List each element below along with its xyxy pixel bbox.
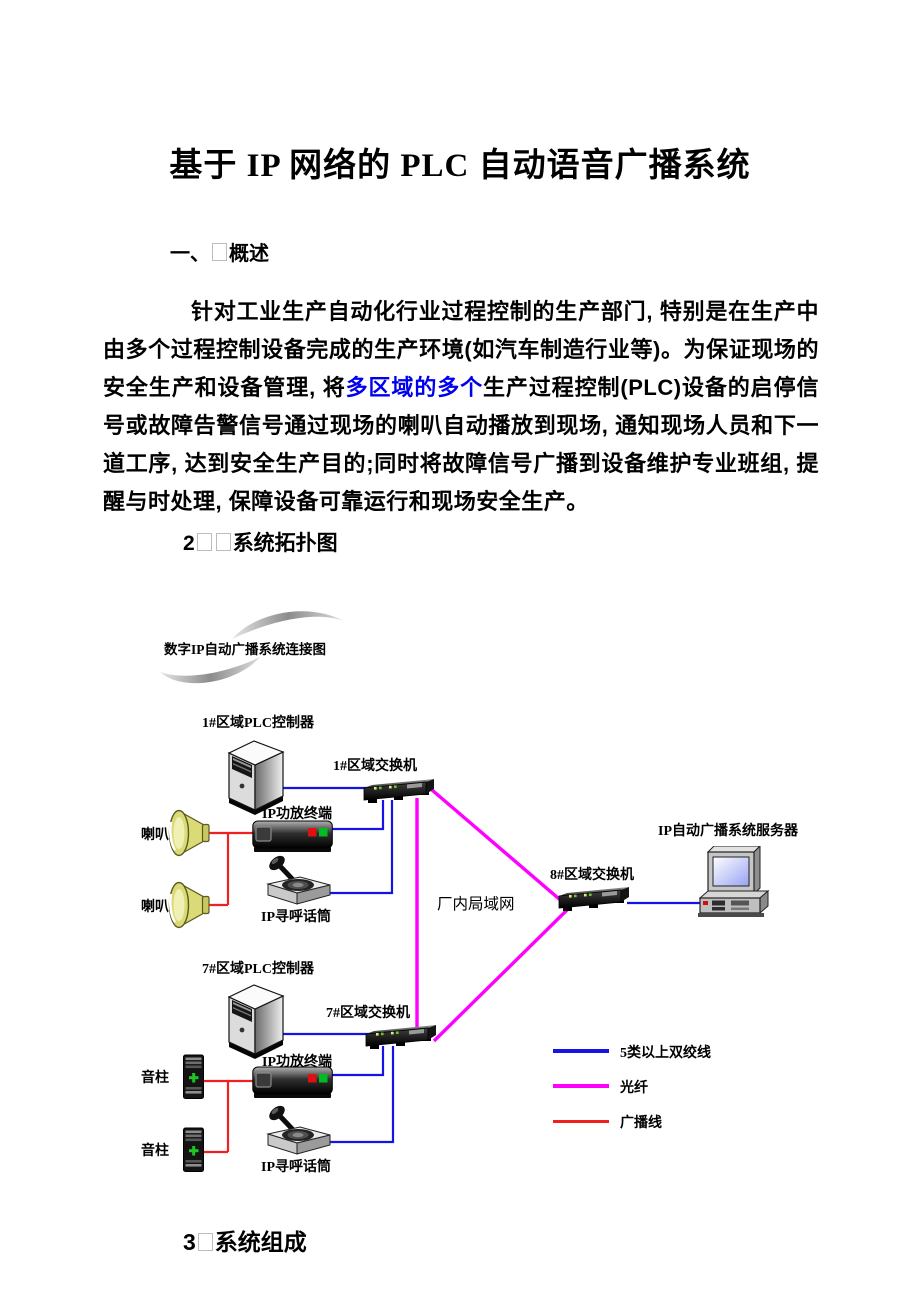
plc1-tower-pc-icon [224, 736, 288, 816]
fiber-line-switch1-switch8 [430, 788, 567, 906]
server-pc-icon [696, 846, 772, 918]
label-switch1: 1#区域交换机 [333, 759, 417, 774]
label-horn1: 喇叭 [141, 828, 169, 843]
diagram-title: 数字IP自动广播系统连接图 [164, 642, 326, 657]
legend-line-twisted-pair [553, 1049, 609, 1053]
paragraph-text-after: 生产过程控制(PLC)设备的启停信号或故障告警信号通过现场的喇叭自动播放到现场,… [103, 375, 819, 514]
switch1-icon [362, 778, 436, 804]
horn-speaker2-icon [168, 880, 210, 930]
missing-glyph-box [212, 243, 227, 261]
label-lan: 厂内局域网 [437, 896, 515, 913]
column-speaker2-icon [182, 1127, 206, 1173]
legend-label-fiber: 光纤 [620, 1081, 648, 1096]
label-switch8: 8#区域交换机 [550, 868, 634, 883]
label-plc7: 7#区域PLC控制器 [202, 962, 314, 977]
label-mic1: IP寻呼话筒 [261, 910, 331, 925]
topology-diagram: 数字IP自动广播系统连接图 1#区域PLC控制器 1#区域交换机 IP功放终端 … [0, 600, 920, 1200]
overview-paragraph: 针对工业生产自动化行业过程控制的生产部门, 特别是在生产中由多个过程控制设备完成… [103, 293, 819, 521]
label-column1: 音柱 [141, 1071, 169, 1086]
tp-line-switch7-mic7 [326, 1046, 395, 1144]
column-speaker1-icon [182, 1054, 206, 1100]
section-composition-title: 系统组成 [214, 1229, 307, 1255]
document-title: 基于 IP 网络的 PLC 自动语音广播系统 [169, 148, 751, 184]
paging-mic1-icon [264, 854, 336, 908]
section-topology-heading: 2 系统拓扑图 [183, 527, 338, 557]
horn-speaker1-icon [168, 808, 210, 858]
legend-label-broadcast: 广播线 [620, 1116, 662, 1131]
missing-glyph-box [196, 533, 212, 551]
tp-line-switch1-amp1 [332, 800, 385, 831]
tp-line-switch1-mic1 [326, 800, 394, 895]
plc7-tower-pc-icon [224, 980, 288, 1060]
connection-lines [203, 786, 703, 1154]
swoosh-icon [160, 611, 344, 684]
fiber-line-switch8-switch7 [432, 908, 569, 1043]
section-topology-title: 系统拓扑图 [232, 532, 338, 555]
label-amp1: IP功放终端 [262, 807, 332, 822]
missing-glyph-box [215, 533, 231, 551]
missing-glyph-box [197, 1233, 213, 1251]
section-topology-number: 2 [183, 532, 195, 555]
label-mic7: IP寻呼话筒 [261, 1160, 331, 1175]
highlighted-text: 多区域的多个 [345, 375, 484, 400]
diagram-logo: 数字IP自动广播系统连接图 [148, 608, 360, 688]
section-overview-number: 一、 [170, 243, 210, 265]
legend-label-twisted-pair: 5类以上双绞线 [620, 1046, 711, 1061]
section-composition-heading: 3 系统组成 [183, 1223, 307, 1257]
legend-line-fiber [553, 1084, 609, 1088]
amp1-icon [252, 818, 334, 854]
paging-mic7-icon [264, 1104, 336, 1158]
label-plc1: 1#区域PLC控制器 [202, 716, 314, 731]
section-composition-number: 3 [183, 1229, 196, 1255]
legend-line-broadcast [553, 1119, 609, 1123]
label-server: IP自动广播系统服务器 [658, 824, 798, 839]
label-amp7: IP功放终端 [262, 1055, 332, 1070]
switch8-icon [557, 886, 631, 912]
amp7-icon [252, 1064, 334, 1100]
section-overview-heading: 一、概述 [170, 237, 269, 266]
section-overview-title: 概述 [229, 243, 269, 265]
switch7-icon [364, 1024, 438, 1050]
tp-line-switch7-amp7 [332, 1046, 385, 1077]
label-column2: 音柱 [141, 1144, 169, 1159]
label-horn2: 喇叭 [141, 900, 169, 915]
paragraph-text-before: 针对工业生产自动化行业过程控制的生产部门, 特别是在生产中由多个过程控制设备完成… [103, 299, 819, 400]
label-switch7: 7#区域交换机 [326, 1006, 410, 1021]
